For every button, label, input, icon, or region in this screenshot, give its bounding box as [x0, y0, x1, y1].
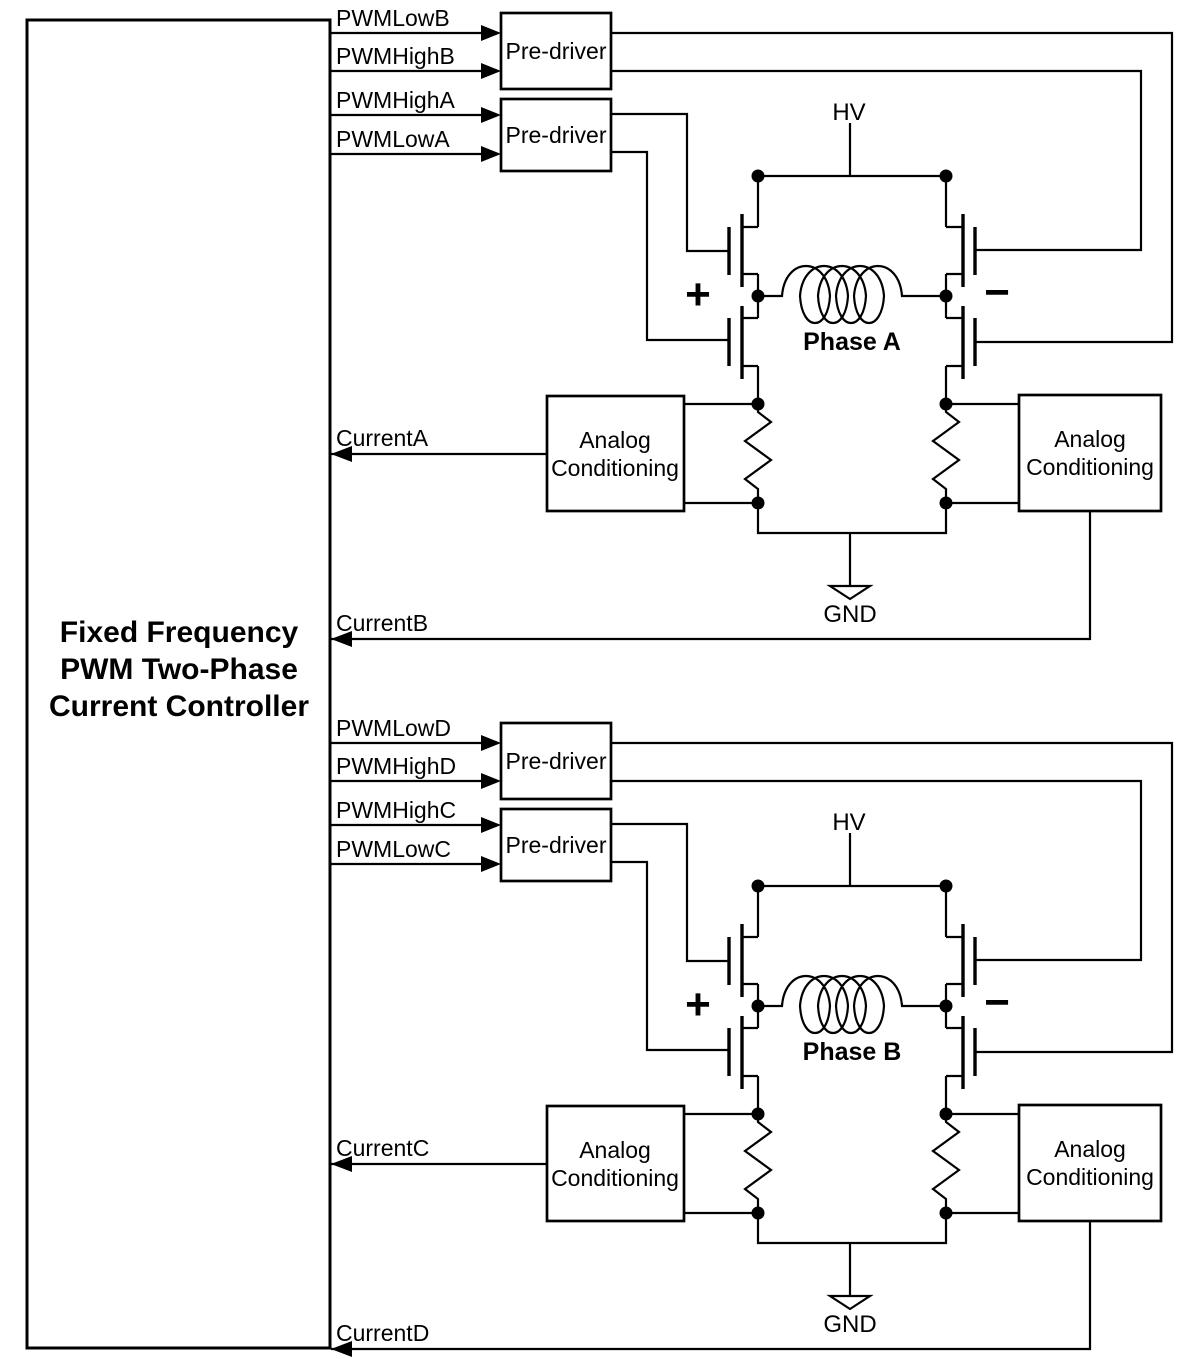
pre-driver-label: Pre-driver: [506, 748, 607, 774]
phase-b-label: Phase B: [803, 1038, 902, 1066]
analog-conditioning-label: Conditioning: [551, 455, 679, 481]
analog-conditioning-label: Analog: [1054, 426, 1126, 452]
pre-driver-label: Pre-driver: [506, 832, 607, 858]
current-b-label: CurrentB: [336, 610, 428, 636]
pwm-label-higha: PWMHighA: [336, 87, 456, 113]
current-c-label: CurrentC: [336, 1135, 429, 1161]
phase-a-label: Phase A: [803, 328, 901, 356]
controller-title-line-1: Fixed Frequency: [60, 616, 299, 649]
analog-conditioning-label: Analog: [579, 1137, 651, 1163]
pwm-label-lowc: PWMLowC: [336, 836, 451, 862]
analog-conditioning-label: Conditioning: [1026, 1164, 1154, 1190]
controller-box: [25, 18, 332, 1350]
hv-label: HV: [832, 809, 865, 836]
phase-a-labels: PWMLowB PWMHighB PWMHighA PWMLowA Pre-dr…: [336, 5, 1154, 636]
minus-sign: −: [984, 978, 1010, 1027]
pre-driver-label: Pre-driver: [506, 122, 607, 148]
current-d-label: CurrentD: [336, 1320, 429, 1346]
plus-sign: +: [685, 270, 711, 319]
analog-conditioning-label: Analog: [1054, 1136, 1126, 1162]
analog-conditioning-label: Analog: [579, 427, 651, 453]
phase-b-labels: PWMLowD PWMHighD PWMHighC PWMLowC Pre-dr…: [336, 715, 1154, 1346]
pwm-label-highc: PWMHighC: [336, 797, 456, 823]
pwm-label-highd: PWMHighD: [336, 753, 456, 779]
current-a-label: CurrentA: [336, 425, 429, 451]
pwm-label-lowb: PWMLowB: [336, 5, 450, 31]
controller-title-line-3: Current Controller: [49, 690, 309, 723]
analog-conditioning-label: Conditioning: [551, 1165, 679, 1191]
pwm-label-lowa: PWMLowA: [336, 126, 450, 152]
pwm-label-lowd: PWMLowD: [336, 715, 451, 741]
pre-driver-label: Pre-driver: [506, 38, 607, 64]
gnd-label: GND: [823, 601, 876, 628]
plus-sign: +: [685, 980, 711, 1029]
controller-title-line-2: PWM Two-Phase: [60, 653, 298, 686]
gnd-label: GND: [823, 1311, 876, 1338]
pwm-label-highb: PWMHighB: [336, 43, 455, 69]
hv-label: HV: [832, 99, 865, 126]
minus-sign: −: [984, 268, 1010, 317]
analog-conditioning-label: Conditioning: [1026, 454, 1154, 480]
